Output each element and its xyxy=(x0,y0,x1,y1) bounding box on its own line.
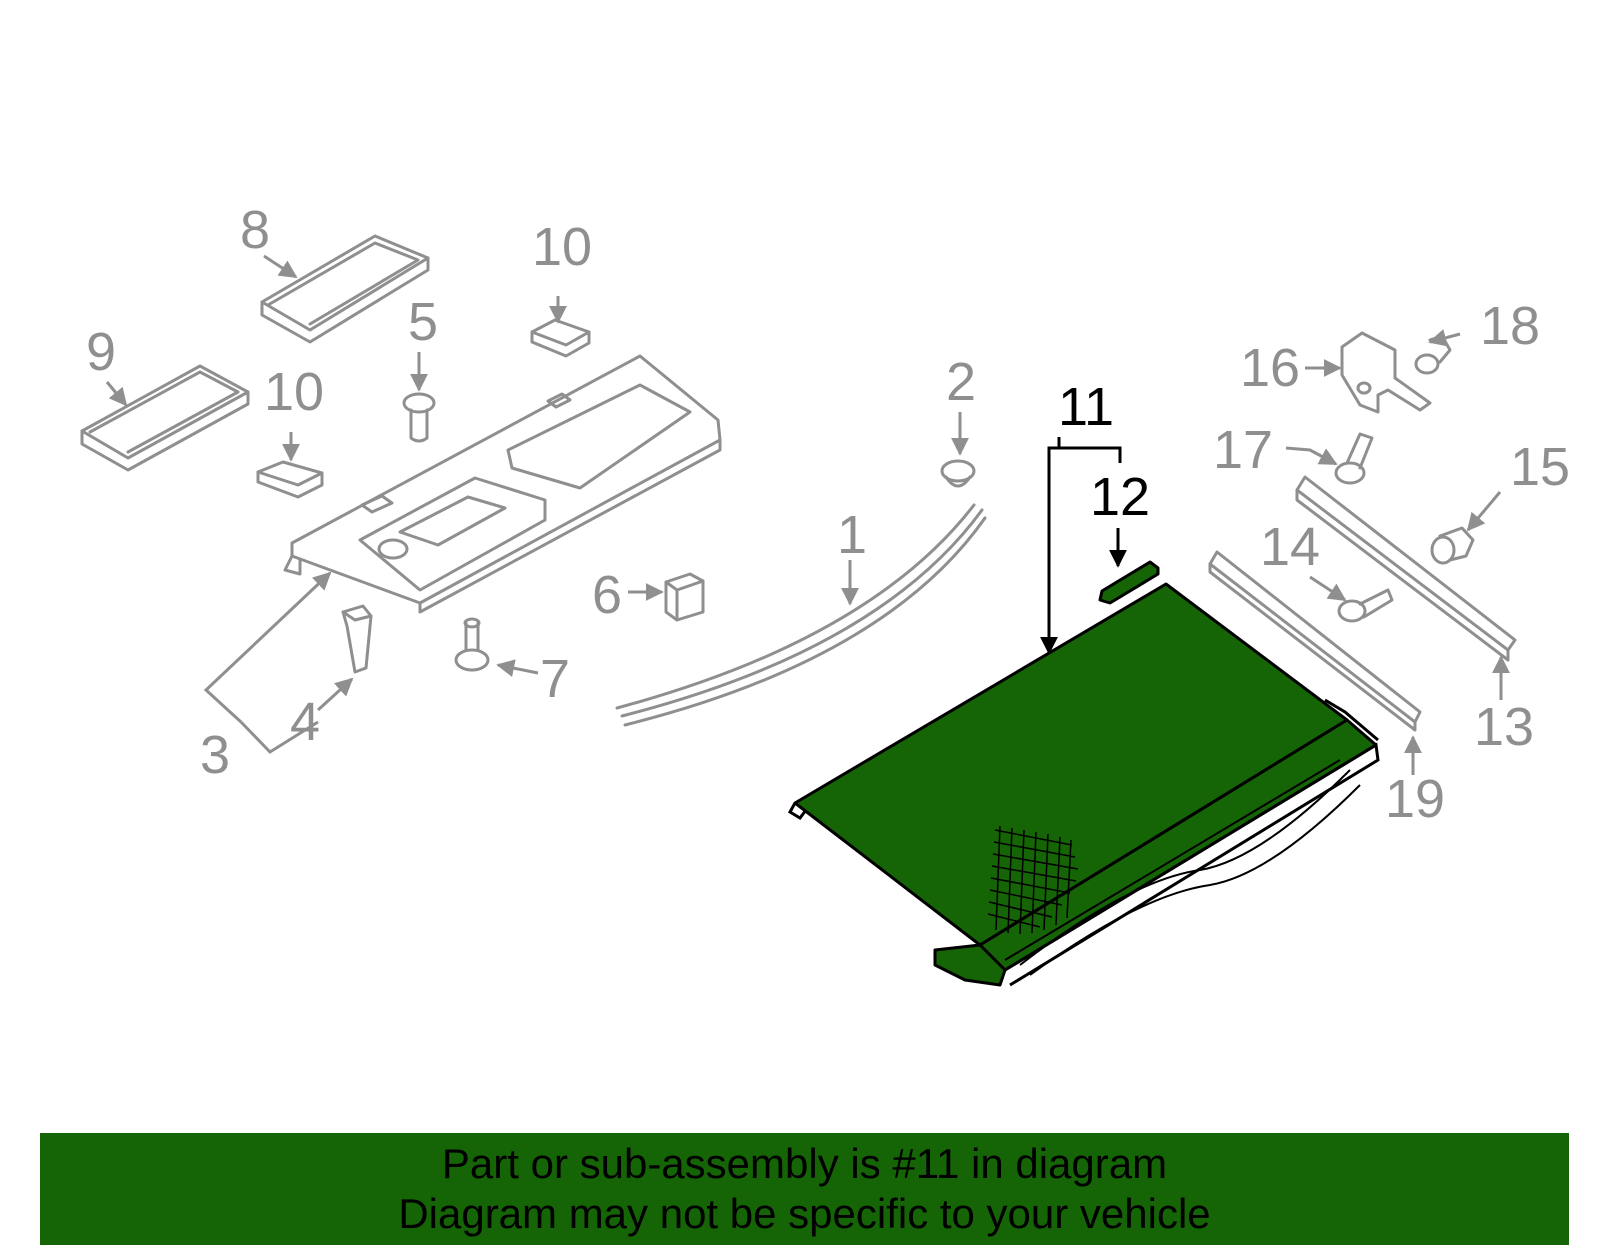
callout-18: 18 xyxy=(1480,296,1540,356)
callout-5: 5 xyxy=(408,292,438,352)
callout-labels: 8 9 10 10 5 2 1 6 7 4 3 11 12 16 18 17 1… xyxy=(86,200,1570,829)
part-12-pad xyxy=(1098,560,1160,605)
part-15-nut xyxy=(1430,526,1475,565)
callout-14: 14 xyxy=(1260,517,1320,577)
callout-19: 19 xyxy=(1385,769,1445,829)
part-9-cover xyxy=(80,364,250,472)
callout-4: 4 xyxy=(290,692,320,752)
part-1-trim-strip xyxy=(615,503,987,727)
leader-lines-highlight xyxy=(1040,437,1127,655)
leader-lines xyxy=(105,254,1510,775)
callout-7: 7 xyxy=(540,649,570,709)
callout-11: 11 xyxy=(1058,377,1114,437)
callout-1: 1 xyxy=(837,505,867,565)
part-17-screw xyxy=(1334,432,1374,485)
part-10-clip-left xyxy=(256,460,324,499)
footer-line-1: Part or sub-assembly is #11 in diagram xyxy=(441,1140,1168,1187)
callout-16: 16 xyxy=(1240,338,1300,398)
part-19-rail xyxy=(1208,550,1422,732)
callout-2: 2 xyxy=(946,352,976,412)
callout-13: 13 xyxy=(1474,697,1534,757)
part-3-package-tray xyxy=(283,354,722,614)
part-16-bracket xyxy=(1340,331,1432,414)
footer-banner: Part or sub-assembly is #11 in diagram D… xyxy=(40,1133,1569,1245)
part-14-screw xyxy=(1337,588,1394,623)
callout-8: 8 xyxy=(240,200,270,260)
footer-line-2: Diagram may not be specific to your vehi… xyxy=(398,1190,1211,1237)
part-13-rail xyxy=(1295,475,1517,662)
part-11-cover-assembly xyxy=(787,582,1380,987)
callout-6: 6 xyxy=(592,565,622,625)
callout-10-top: 10 xyxy=(532,217,592,277)
part-4-clip xyxy=(341,604,373,674)
part-7-bolt xyxy=(454,617,490,672)
part-5-bolt xyxy=(402,392,436,443)
callout-17: 17 xyxy=(1213,420,1273,480)
callout-10-left: 10 xyxy=(264,362,324,422)
callout-3: 3 xyxy=(200,725,230,785)
part-8-cover xyxy=(260,234,430,344)
callout-15: 15 xyxy=(1510,437,1570,497)
part-10-clip-top xyxy=(530,318,591,358)
callout-12: 12 xyxy=(1090,467,1150,527)
cargo-net xyxy=(987,825,1079,935)
part-6-cap xyxy=(664,572,705,622)
part-2-grommet xyxy=(940,459,976,488)
callout-9: 9 xyxy=(86,322,116,382)
